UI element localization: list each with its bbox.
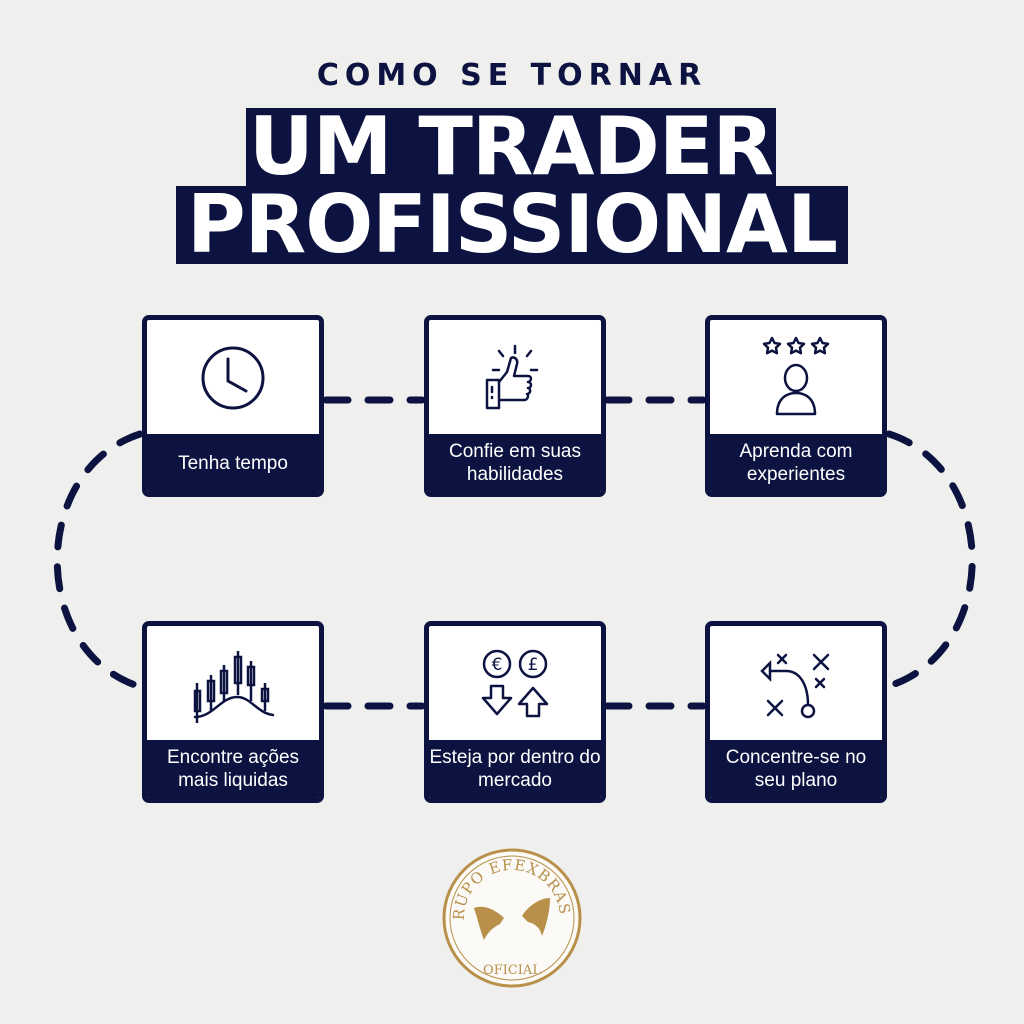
clock-icon — [147, 320, 319, 435]
title-line-1: UM TRADER — [246, 107, 776, 187]
step-label: Aprenda com experientes — [710, 434, 882, 492]
grupo-efexbrasil-seal-logo: GRUPO EFEXBRASIL OFICIAL — [434, 832, 584, 990]
step-card-encontre: Encontre ações mais liquidas — [142, 621, 324, 803]
step-label: Concentre-se no seu plano — [710, 740, 882, 798]
svg-text:OFICIAL: OFICIAL — [483, 963, 541, 978]
candlestick-chart-icon — [147, 626, 319, 741]
step-card-aprenda: Aprenda com experientes — [705, 315, 887, 497]
step-card-tenha-tempo: Tenha tempo — [142, 315, 324, 497]
step-card-esteja: €£ Esteja por dentro do mercado — [424, 621, 606, 803]
subtitle: COMO SE TORNAR — [316, 58, 708, 93]
step-label: Confie em suas habilidades — [429, 434, 601, 492]
step-card-confie: Confie em suas habilidades — [424, 315, 606, 497]
svg-text:€: € — [492, 655, 503, 675]
title-line-2: PROFISSIONAL — [176, 185, 848, 265]
step-label: Encontre ações mais liquidas — [147, 740, 319, 798]
currency-exchange-icon: €£ — [429, 626, 601, 741]
rated-person-icon — [710, 320, 882, 435]
step-card-concentre: Concentre-se no seu plano — [705, 621, 887, 803]
thumbs-up-icon — [429, 320, 601, 435]
strategy-play-icon — [710, 626, 882, 741]
step-label: Esteja por dentro do mercado — [429, 740, 601, 798]
svg-text:£: £ — [528, 655, 539, 675]
step-label: Tenha tempo — [147, 434, 319, 492]
